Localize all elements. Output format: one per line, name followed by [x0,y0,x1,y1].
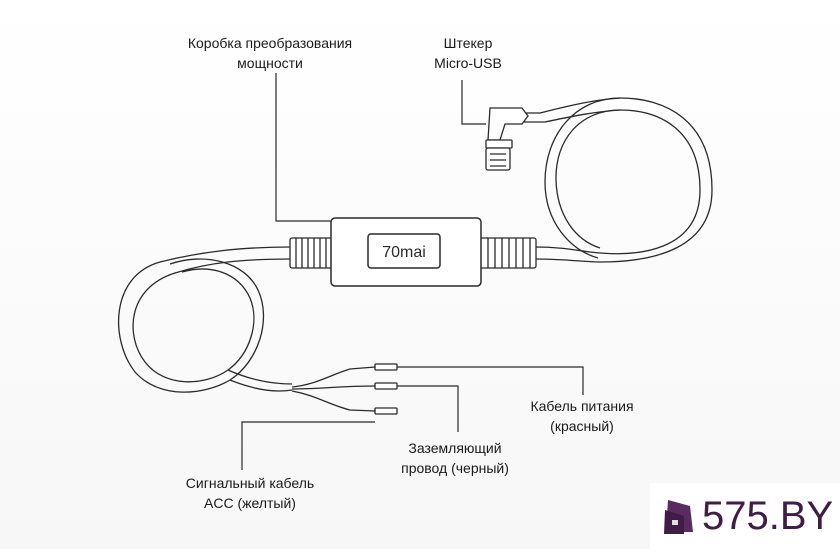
label-power-box: Коробка преобразования мощности [188,35,352,71]
label-micro-usb-line1: Штекер [444,35,493,51]
right-strain-relief [479,237,537,269]
label-acc-cable-line2: ACC (желтый) [204,495,296,511]
label-power-cable-line1: Кабель питания [530,398,633,414]
label-power-cable-line2: (красный) [550,418,614,434]
label-ground-wire-line1: Заземляющий [408,440,501,456]
label-power-box-line2: мощности [237,55,303,71]
micro-usb-plug [485,107,529,171]
leader-ground-wire [397,385,459,432]
label-micro-usb: Штекер Micro-USB [434,35,502,71]
label-micro-usb-line2: Micro-USB [434,55,502,71]
right-cable-loop [520,97,713,263]
watermark: 575.BY [650,483,840,549]
leader-lines [241,73,584,470]
yellow-wire-tip [374,407,398,415]
leader-micro-usb [461,80,486,125]
brand-plate [367,233,441,269]
label-acc-cable: Сигнальный кабель ACC (желтый) [186,475,314,511]
watermark-text: 575.BY [702,494,834,538]
wire-tips [374,363,398,415]
power-conversion-box [330,217,482,287]
red-wire-tip [374,363,398,371]
label-power-box-line1: Коробка преобразования [188,35,352,51]
label-ground-wire: Заземляющий провод (черный) [401,440,509,476]
label-power-cable: Кабель питания (красный) [530,398,633,434]
black-wire-tip [374,382,398,390]
leader-acc-cable [241,421,375,470]
left-strain-relief [289,237,333,269]
shopping-bag-icon [664,500,693,534]
leader-power-cable [397,366,584,395]
leader-power-box [275,73,331,222]
wire-bundle [291,366,376,412]
left-cable-loop [118,246,293,393]
label-ground-wire-line2: провод (черный) [401,460,509,476]
box-brand-text: 70mai [382,244,426,261]
label-acc-cable-line1: Сигнальный кабель [186,475,314,491]
